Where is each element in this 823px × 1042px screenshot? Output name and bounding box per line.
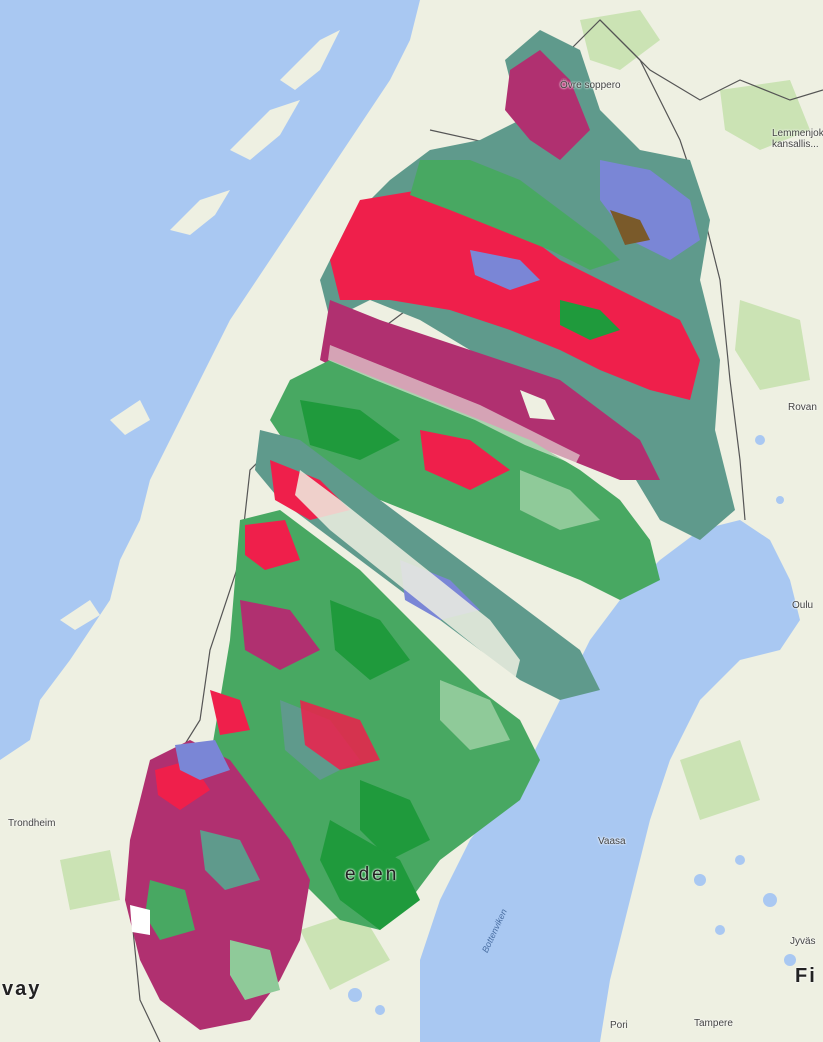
gulf-of-bothnia (420, 520, 800, 1042)
classification-overlay (125, 30, 735, 1030)
finland-lakes (348, 435, 796, 1015)
norway-islands (20, 30, 340, 795)
